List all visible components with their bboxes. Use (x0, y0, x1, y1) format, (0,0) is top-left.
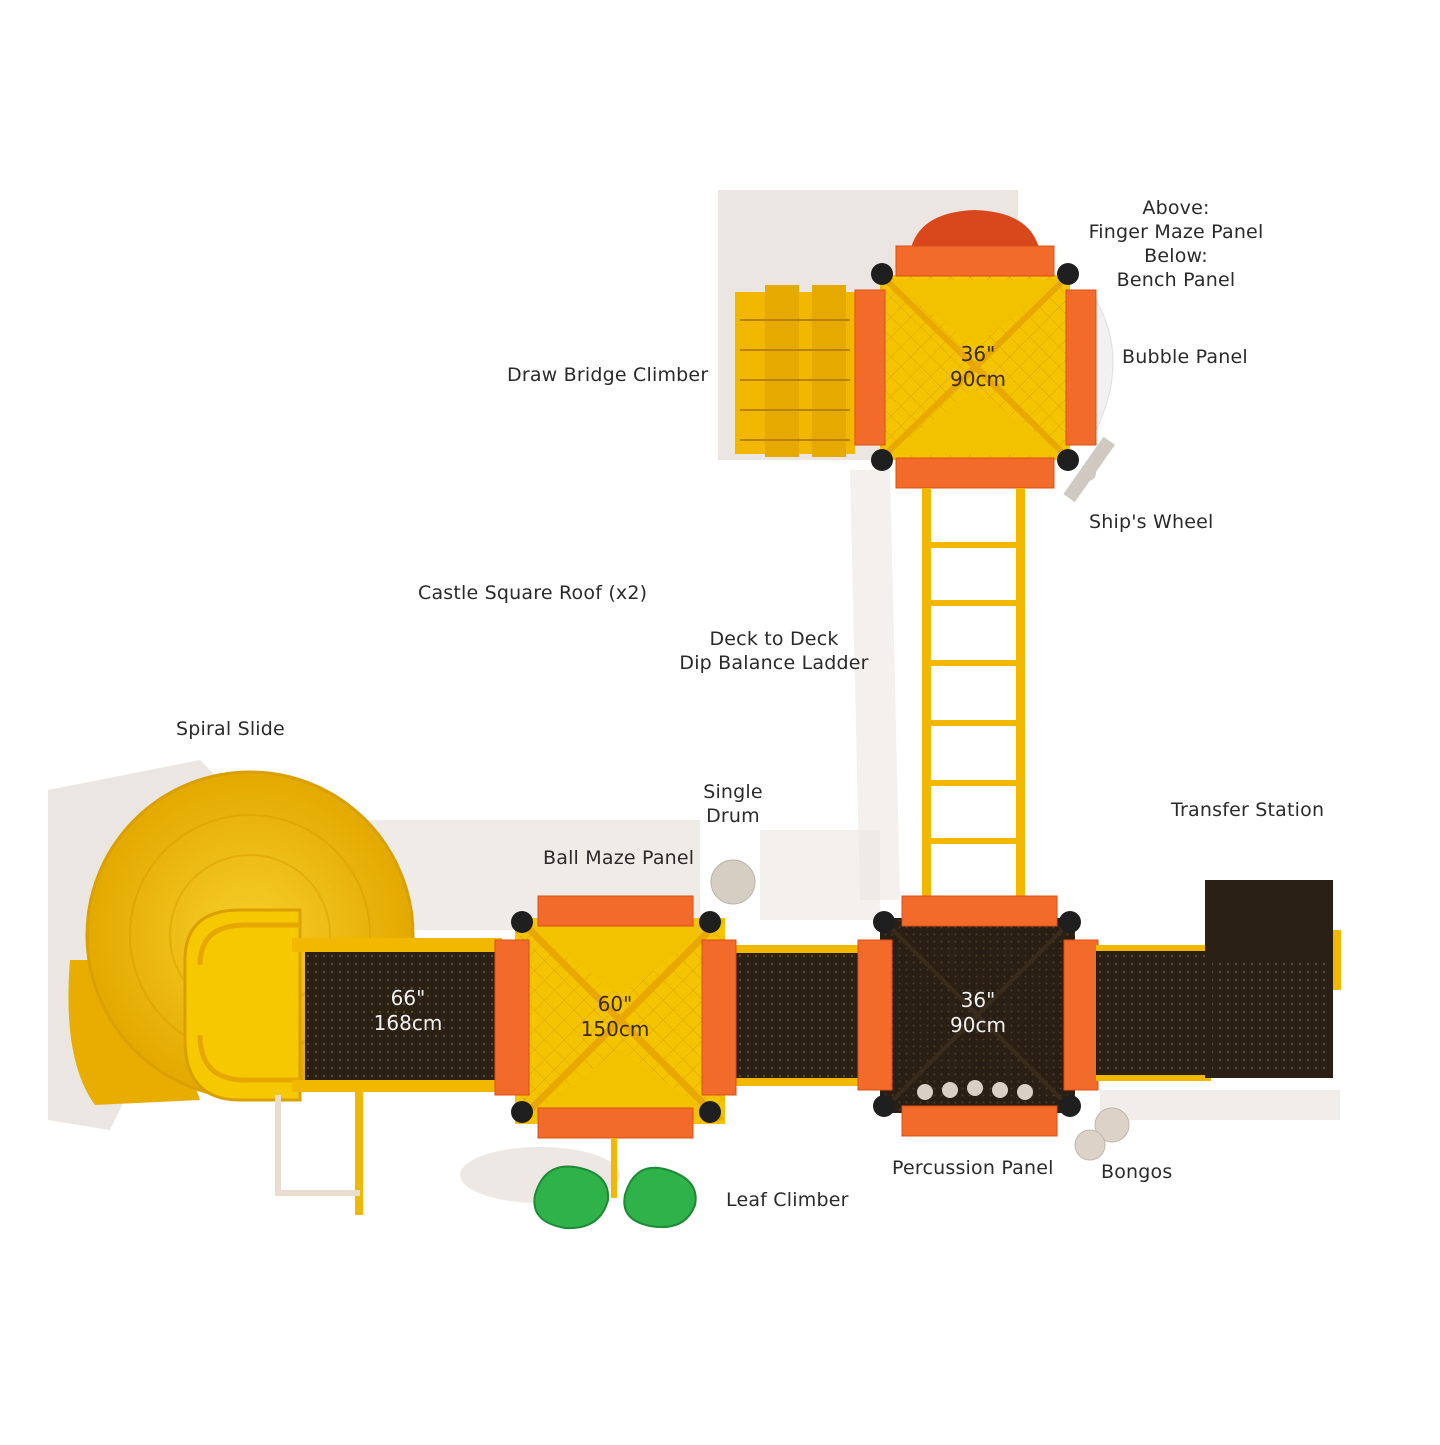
transfer-station (1096, 880, 1341, 1081)
label-finger-maze-panel: Finger Maze Panel (1088, 221, 1264, 243)
label-bench-panel: Bench Panel (1116, 269, 1236, 291)
bongos-label: Bongos (1101, 1161, 1173, 1183)
left-deck-inches: 60" (597, 992, 633, 1016)
bongos (1074, 1107, 1130, 1161)
label-single: Single (703, 781, 763, 803)
right-deck-cm: 90cm (950, 1013, 1006, 1037)
single-drum (710, 859, 756, 905)
top-deck-structure (735, 210, 1115, 503)
label-above: Above: (1142, 197, 1210, 219)
label-dip-balance-ladder: Dip Balance Ladder (679, 652, 869, 674)
right-deck-inches: 36" (960, 988, 996, 1012)
ships-wheel-label: Ship's Wheel (1089, 511, 1214, 533)
spiral-slide-label: Spiral Slide (176, 718, 285, 740)
slide-bridge-dimension: 66" 168cm (363, 986, 453, 1036)
left-deck-structure (494, 859, 756, 1230)
bubble-panel-label: Bubble Panel (1122, 346, 1248, 368)
slide-bridge (292, 938, 502, 1092)
left-deck-dimension: 60" 150cm (570, 992, 660, 1042)
percussion-panel-label: Percussion Panel (892, 1157, 1054, 1179)
single-drum-label: Single Drum (693, 780, 773, 828)
middle-bridge (735, 945, 860, 1086)
top-deck-inches: 36" (960, 342, 996, 366)
castle-square-roof-label: Castle Square Roof (x2) (418, 582, 648, 604)
label-below: Below: (1144, 245, 1208, 267)
deck-to-deck-label: Deck to Deck Dip Balance Ladder (676, 627, 872, 675)
ball-maze-panel-label: Ball Maze Panel (543, 847, 695, 869)
top-deck-cm: 90cm (950, 367, 1006, 391)
left-deck-cm: 150cm (580, 1017, 650, 1041)
right-deck-structure (857, 895, 1130, 1161)
transfer-station-label: Transfer Station (1171, 799, 1325, 821)
top-deck-dimension: 36" 90cm (938, 342, 1018, 392)
dip-balance-ladder (922, 488, 1025, 900)
slide-bridge-cm: 168cm (373, 1011, 443, 1035)
draw-bridge-climber-label: Draw Bridge Climber (507, 364, 709, 386)
label-deck-to-deck: Deck to Deck (709, 628, 839, 650)
draw-bridge-climber (735, 285, 855, 457)
slide-bridge-inches: 66" (390, 986, 426, 1010)
label-drum: Drum (706, 805, 760, 827)
right-deck-dimension: 36" 90cm (938, 988, 1018, 1038)
finger-maze-bench-label: Above: Finger Maze Panel Below: Bench Pa… (1086, 196, 1266, 292)
ships-wheel (1063, 436, 1115, 503)
leaf-climber (533, 1138, 697, 1230)
leaf-climber-label: Leaf Climber (726, 1189, 849, 1211)
